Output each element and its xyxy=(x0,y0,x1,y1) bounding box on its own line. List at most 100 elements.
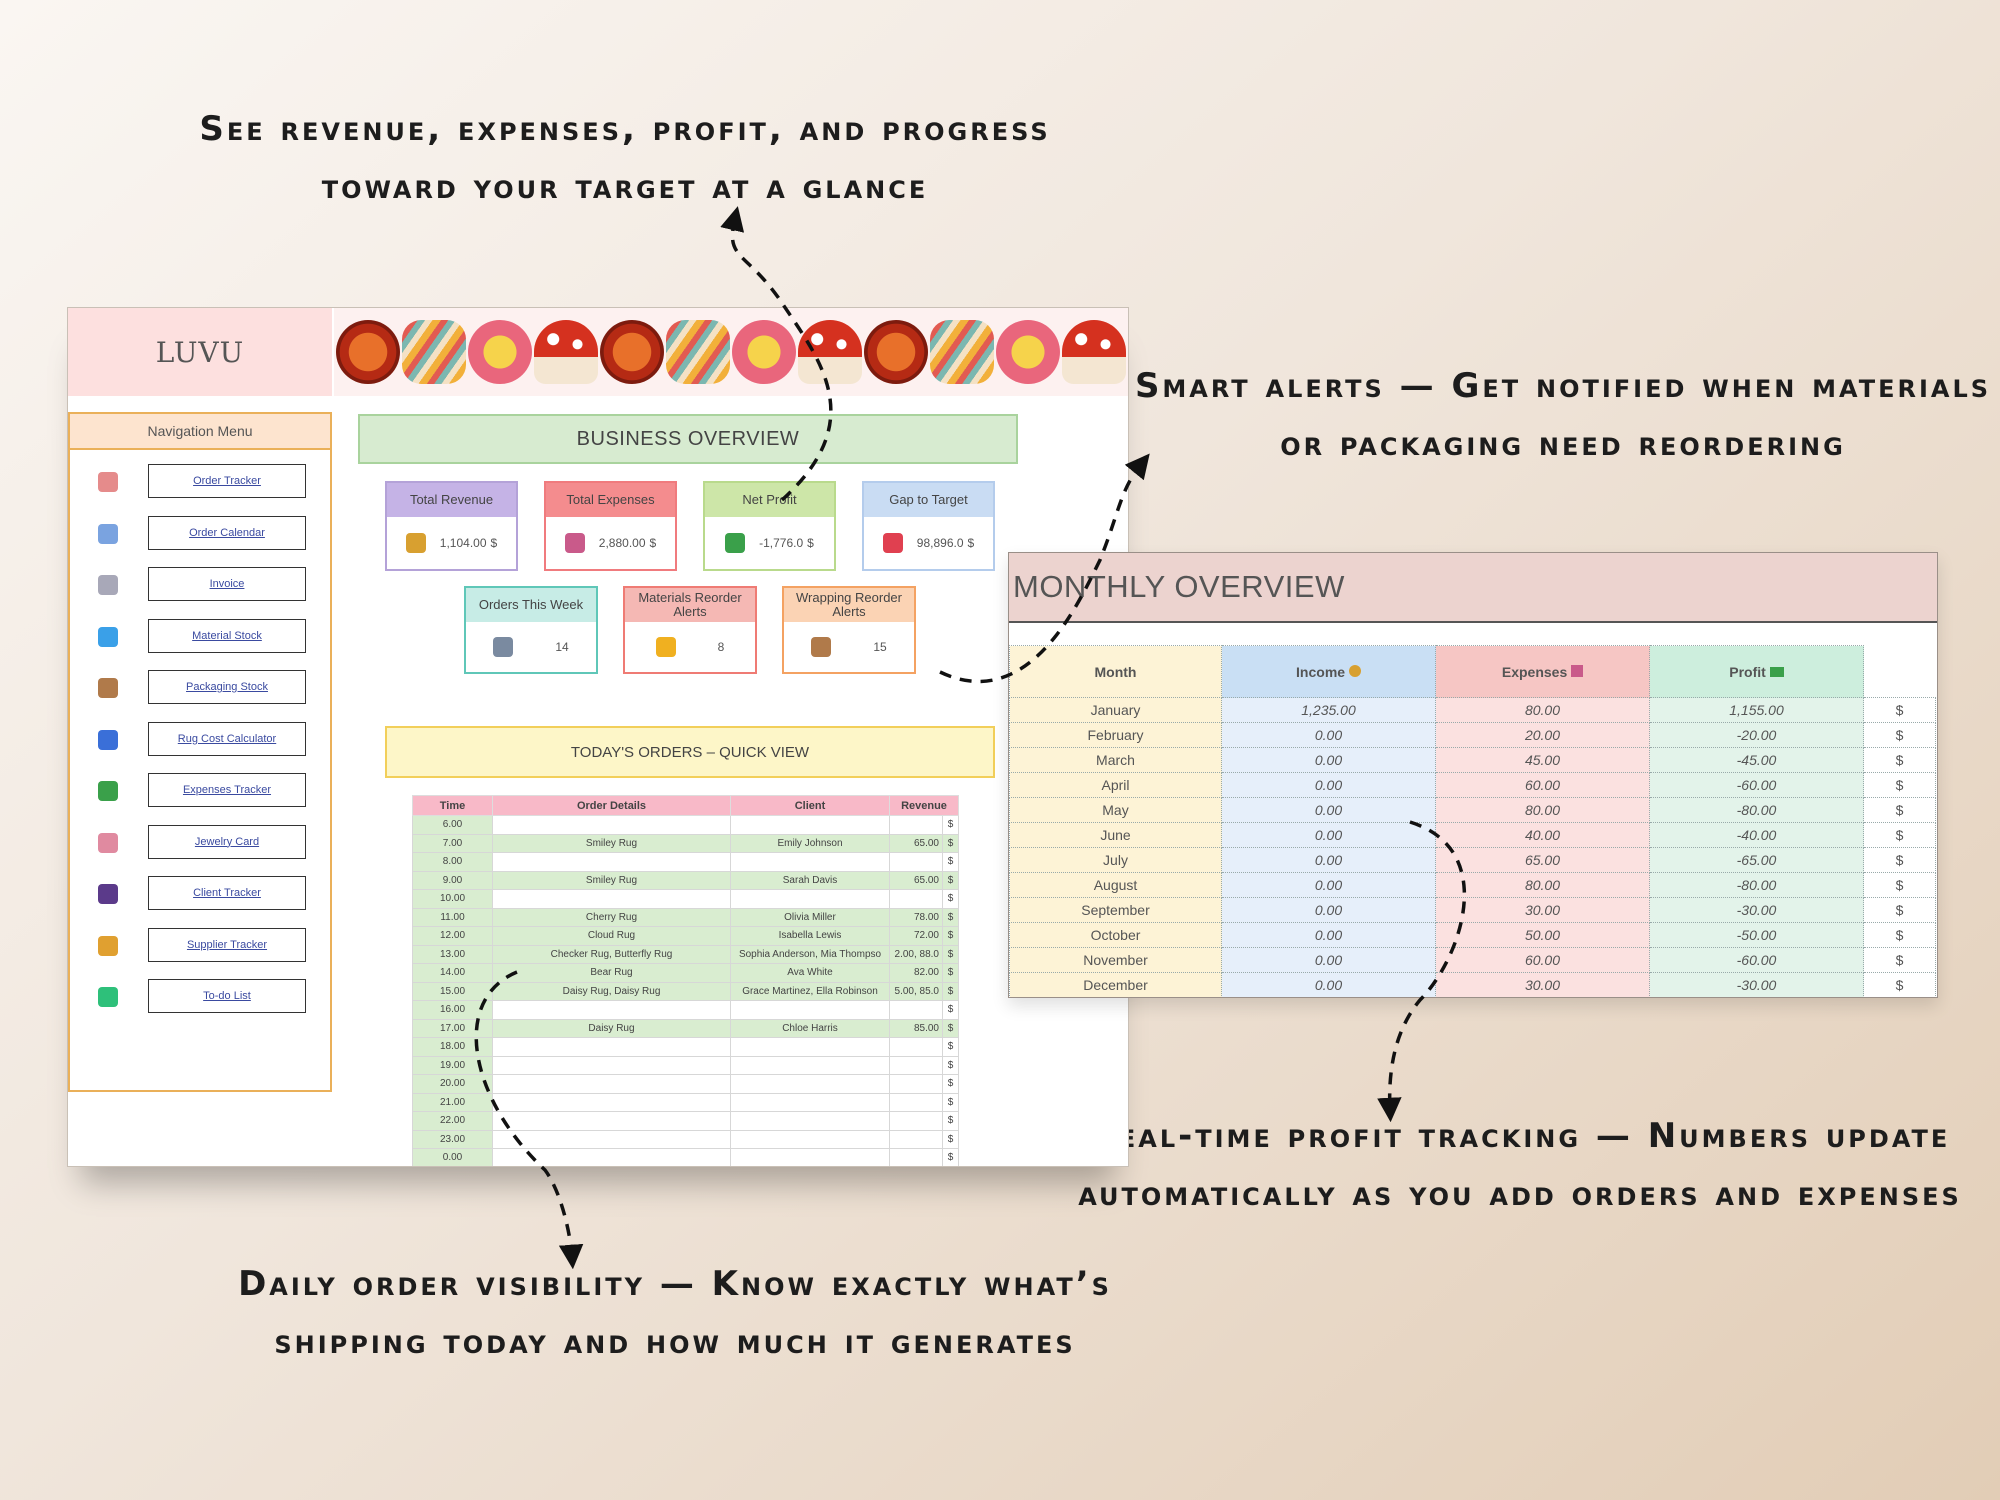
cell-revenue[interactable]: 72.00 xyxy=(889,926,943,946)
cell-income[interactable]: 1,235.00 xyxy=(1221,697,1436,723)
nav-button[interactable]: Rug Cost Calculator xyxy=(148,721,306,756)
cell-expenses[interactable]: 65.00 xyxy=(1435,847,1650,873)
cell-expenses[interactable]: 40.00 xyxy=(1435,822,1650,848)
cell-details[interactable]: Cherry Rug xyxy=(492,907,731,927)
nav-button[interactable]: Client Tracker xyxy=(148,876,306,910)
cell-profit[interactable]: -30.00 xyxy=(1649,897,1864,923)
cell-time[interactable]: 8.00 xyxy=(412,852,493,872)
cell-time[interactable]: 18.00 xyxy=(412,1037,493,1057)
cell-income[interactable]: 0.00 xyxy=(1221,747,1436,773)
cell-client[interactable] xyxy=(730,1148,890,1166)
cell-month[interactable]: July xyxy=(1009,847,1222,873)
cell-client[interactable]: Emily Johnson xyxy=(730,833,890,853)
cell-time[interactable]: 6.00 xyxy=(412,815,493,835)
nav-button[interactable]: Material Stock xyxy=(148,618,306,653)
cell-time[interactable]: 0.00 xyxy=(412,1148,493,1166)
column-header-client[interactable]: Client xyxy=(730,795,890,816)
cell-time[interactable]: 16.00 xyxy=(412,1000,493,1020)
cell-time[interactable]: 21.00 xyxy=(412,1092,493,1112)
cell-profit[interactable]: -30.00 xyxy=(1649,972,1864,997)
cell-client[interactable] xyxy=(730,1092,890,1112)
cell-income[interactable]: 0.00 xyxy=(1221,947,1436,973)
column-header-month[interactable]: Month xyxy=(1009,645,1222,698)
cell-month[interactable]: September xyxy=(1009,897,1222,923)
cell-details[interactable] xyxy=(492,852,731,872)
cell-expenses[interactable]: 30.00 xyxy=(1435,972,1650,997)
cell-income[interactable]: 0.00 xyxy=(1221,822,1436,848)
cell-client[interactable] xyxy=(730,889,890,909)
cell-month[interactable]: August xyxy=(1009,872,1222,898)
cell-client[interactable]: Sophia Anderson, Mia Thompso xyxy=(730,944,890,964)
cell-revenue[interactable]: 78.00 xyxy=(889,907,943,927)
cell-revenue[interactable] xyxy=(889,1148,943,1166)
cell-expenses[interactable]: 30.00 xyxy=(1435,897,1650,923)
column-header-income[interactable]: Income xyxy=(1221,645,1436,698)
cell-income[interactable]: 0.00 xyxy=(1221,722,1436,748)
cell-details[interactable] xyxy=(492,815,731,835)
cell-profit[interactable]: -40.00 xyxy=(1649,822,1864,848)
cell-profit[interactable]: -65.00 xyxy=(1649,847,1864,873)
cell-revenue[interactable] xyxy=(889,1074,943,1094)
cell-profit[interactable]: -60.00 xyxy=(1649,772,1864,798)
cell-details[interactable] xyxy=(492,1148,731,1166)
cell-income[interactable]: 0.00 xyxy=(1221,872,1436,898)
cell-month[interactable]: December xyxy=(1009,972,1222,997)
cell-time[interactable]: 10.00 xyxy=(412,889,493,909)
cell-income[interactable]: 0.00 xyxy=(1221,972,1436,997)
column-header-order-details[interactable]: Order Details xyxy=(492,795,731,816)
cell-profit[interactable]: -50.00 xyxy=(1649,922,1864,948)
cell-client[interactable] xyxy=(730,1037,890,1057)
cell-details[interactable] xyxy=(492,1055,731,1075)
cell-time[interactable]: 19.00 xyxy=(412,1055,493,1075)
cell-income[interactable]: 0.00 xyxy=(1221,922,1436,948)
cell-profit[interactable]: -80.00 xyxy=(1649,797,1864,823)
cell-expenses[interactable]: 50.00 xyxy=(1435,922,1650,948)
cell-expenses[interactable]: 80.00 xyxy=(1435,872,1650,898)
column-header-profit[interactable]: Profit xyxy=(1649,645,1864,698)
cell-income[interactable]: 0.00 xyxy=(1221,897,1436,923)
cell-month[interactable]: October xyxy=(1009,922,1222,948)
cell-profit[interactable]: 1,155.00 xyxy=(1649,697,1864,723)
nav-button[interactable]: Invoice xyxy=(148,567,306,601)
cell-revenue[interactable]: 65.00 xyxy=(889,870,943,890)
cell-time[interactable]: 20.00 xyxy=(412,1074,493,1094)
cell-profit[interactable]: -20.00 xyxy=(1649,722,1864,748)
cell-time[interactable]: 17.00 xyxy=(412,1018,493,1038)
column-header-time[interactable]: Time xyxy=(412,795,493,816)
cell-revenue[interactable]: 85.00 xyxy=(889,1018,943,1038)
nav-button[interactable]: Order Tracker xyxy=(148,464,306,498)
cell-time[interactable]: 9.00 xyxy=(412,870,493,890)
cell-revenue[interactable] xyxy=(889,852,943,872)
nav-button[interactable]: Packaging Stock xyxy=(148,670,306,704)
cell-client[interactable]: Ava White xyxy=(730,963,890,983)
nav-button[interactable]: Order Calendar xyxy=(148,515,306,550)
cell-revenue[interactable]: 65.00 xyxy=(889,833,943,853)
cell-details[interactable]: Daisy Rug, Daisy Rug xyxy=(492,981,731,1001)
cell-revenue[interactable] xyxy=(889,1055,943,1075)
cell-details[interactable] xyxy=(492,1092,731,1112)
cell-income[interactable]: 0.00 xyxy=(1221,772,1436,798)
cell-time[interactable]: 11.00 xyxy=(412,907,493,927)
cell-details[interactable] xyxy=(492,1129,731,1149)
cell-time[interactable]: 14.00 xyxy=(412,963,493,983)
cell-client[interactable]: Sarah Davis xyxy=(730,870,890,890)
cell-income[interactable]: 0.00 xyxy=(1221,797,1436,823)
cell-details[interactable]: Smiley Rug xyxy=(492,833,731,853)
cell-details[interactable] xyxy=(492,1000,731,1020)
cell-client[interactable]: Grace Martinez, Ella Robinson xyxy=(730,981,890,1001)
cell-client[interactable]: Olivia Miller xyxy=(730,907,890,927)
cell-revenue[interactable] xyxy=(889,1111,943,1131)
cell-revenue[interactable] xyxy=(889,889,943,909)
cell-details[interactable] xyxy=(492,1111,731,1131)
cell-expenses[interactable]: 45.00 xyxy=(1435,747,1650,773)
cell-expenses[interactable]: 80.00 xyxy=(1435,797,1650,823)
cell-month[interactable]: March xyxy=(1009,747,1222,773)
cell-client[interactable]: Isabella Lewis xyxy=(730,926,890,946)
cell-month[interactable]: February xyxy=(1009,722,1222,748)
cell-client[interactable] xyxy=(730,1111,890,1131)
cell-month[interactable]: November xyxy=(1009,947,1222,973)
cell-expenses[interactable]: 60.00 xyxy=(1435,772,1650,798)
nav-button[interactable]: Jewelry Card xyxy=(148,824,306,859)
cell-details[interactable] xyxy=(492,1074,731,1094)
nav-button[interactable]: To-do List xyxy=(148,979,306,1013)
